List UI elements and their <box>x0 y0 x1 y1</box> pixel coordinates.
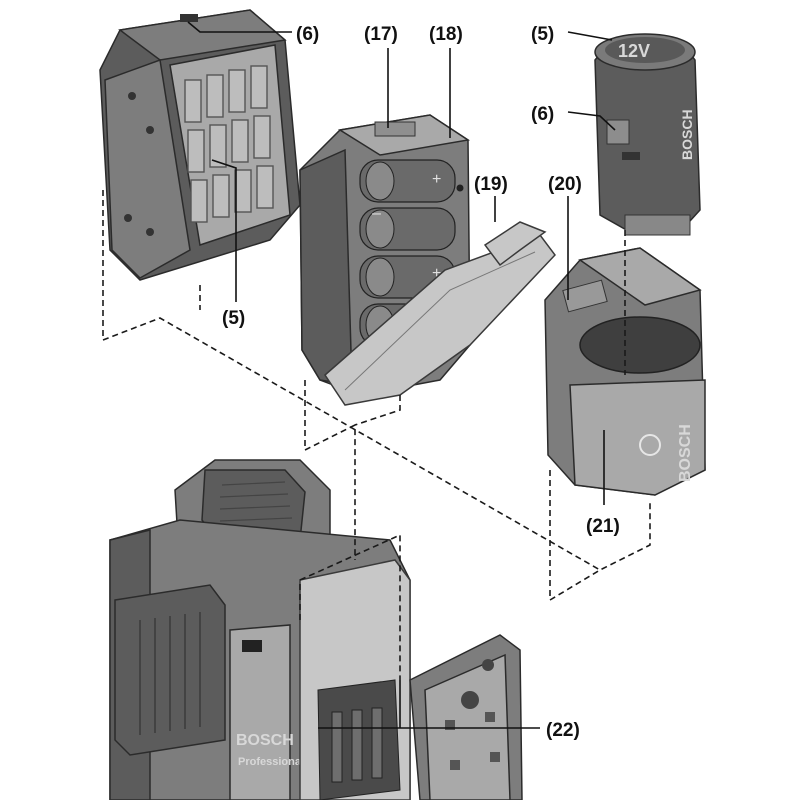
leader-lines <box>187 21 616 729</box>
plus-marking: + <box>432 171 441 188</box>
battery-12v: 12V BOSCH <box>594 33 701 236</box>
callout-20: (20) <box>548 174 582 195</box>
device-brand-label: BOSCH <box>236 732 294 749</box>
callout-17: (17) <box>364 24 398 45</box>
cup-brand-label: BOSCH <box>677 424 694 482</box>
callout-5-top: (5) <box>531 24 554 45</box>
adapter-lid <box>324 221 556 406</box>
battery-ribs <box>184 65 274 223</box>
callout-18: (18) <box>429 24 463 45</box>
callout-labels: (6) (17) (18) (5) (6) (19) (20) (5) (21)… <box>222 24 620 741</box>
laser-device: BOSCH Professional <box>109 459 523 800</box>
callout-19: (19) <box>474 174 508 195</box>
minus-marking: – <box>372 205 381 222</box>
assembly-lines <box>102 190 651 680</box>
battery-voltage-label: 12V <box>618 41 650 61</box>
callout-6-mid: (6) <box>531 104 554 125</box>
device-line-label: Professional <box>238 756 304 768</box>
callout-21: (21) <box>586 516 620 537</box>
battery-brand-label: BOSCH <box>679 109 695 160</box>
callout-22: (22) <box>546 720 580 741</box>
plus-marking-2: + <box>432 265 441 282</box>
battery-pack-large <box>99 9 301 281</box>
callout-6-top: (6) <box>296 24 319 45</box>
callout-5-left: (5) <box>222 308 245 329</box>
